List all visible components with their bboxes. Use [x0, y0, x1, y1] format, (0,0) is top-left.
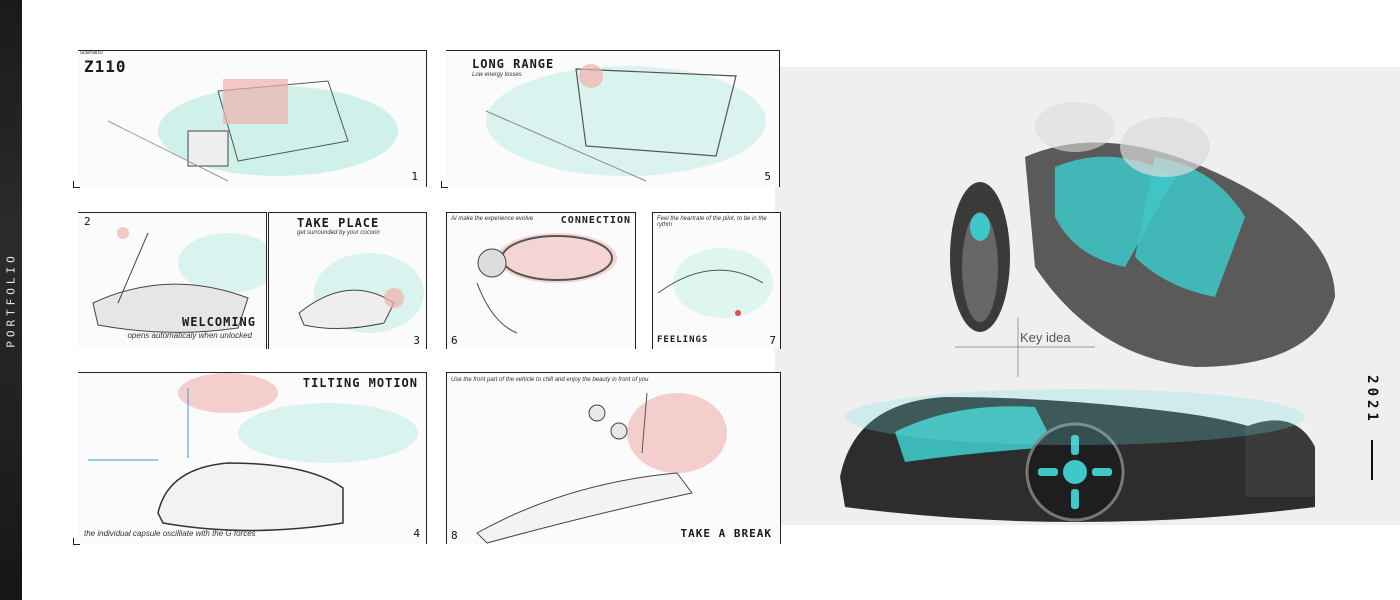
storyboard-panel-2: 2 WELCOMING opens automaticaly when unlo…	[78, 212, 267, 349]
panel-3-sketch	[298, 253, 424, 333]
panel-6-title: CONNECTION	[560, 215, 631, 226]
panel-1-title: Z110	[84, 57, 127, 76]
panel-1-scenario: scenario	[80, 50, 103, 56]
corner-tick	[441, 181, 448, 188]
panel-5-sketch	[485, 64, 766, 182]
panel-4-sketch	[88, 373, 418, 532]
panel-3-subtitle: get surrounded by your cocoon	[297, 230, 380, 236]
sidebar-label: PORTFOLIO	[4, 252, 18, 348]
storyboard-panel-8: Use the front part of the vehicle to chi…	[446, 372, 781, 544]
panel-2-sketch	[92, 227, 266, 333]
panel-6-sketch	[476, 233, 617, 334]
year-label: 2021	[1364, 375, 1380, 425]
panel-2-number: 2	[84, 215, 91, 228]
panel-4-caption: the individual capsule oscilliate with t…	[84, 529, 256, 538]
panel-1-sketch	[107, 79, 398, 182]
year-divider	[1371, 440, 1373, 480]
panel-3-number: 3	[413, 334, 420, 347]
panel-2-caption: opens automaticaly when unlocked	[127, 331, 252, 340]
panel-4-number: 4	[413, 527, 420, 540]
storyboard-panel-6: AI make the experience evolve CONNECTION…	[446, 212, 636, 349]
panel-5-number: 5	[764, 170, 771, 183]
corner-tick	[73, 538, 80, 545]
panel-8-title: TAKE A BREAK	[680, 527, 772, 540]
storyboard-panel-5: LONG RANGE Low energy losses 5	[446, 50, 780, 187]
panel-7-number: 7	[769, 334, 776, 347]
vehicle-render	[840, 102, 1335, 522]
panel-8-subtitle: Use the front part of the vehicle to chi…	[451, 377, 649, 383]
panel-3-title: TAKE PLACE	[297, 216, 380, 230]
panel-8-sketch	[476, 392, 727, 544]
panel-8-number: 8	[451, 529, 458, 542]
panel-5-subtitle: Low energy losses	[472, 72, 522, 78]
corner-tick	[73, 181, 80, 188]
storyboard-panel-7: Feel the heartrate of the pilot, to be i…	[652, 212, 781, 349]
portfolio-sidebar: PORTFOLIO	[0, 0, 22, 600]
panel-1-number: 1	[411, 170, 418, 183]
key-idea-label: Key idea	[1020, 330, 1071, 345]
panel-7-title: FEELINGS	[657, 335, 709, 345]
storyboard-panel-4: TILTING MOTION the individual capsule os…	[78, 372, 427, 544]
panel-7-sketch	[657, 248, 773, 318]
panel-7-subtitle: Feel the heartrate of the pilot, to be i…	[657, 216, 767, 228]
storyboard-panel-1: scenario Z110 1	[78, 50, 427, 187]
storyboard-panel-3: TAKE PLACE get surrounded by your cocoon…	[268, 212, 427, 349]
panel-6-subtitle: AI make the experience evolve	[451, 216, 534, 222]
panel-2-title: WELCOMING	[181, 315, 256, 329]
panel-6-number: 6	[451, 334, 458, 347]
panel-5-title: LONG RANGE	[472, 57, 555, 71]
panel-4-title: TILTING MOTION	[302, 376, 418, 390]
